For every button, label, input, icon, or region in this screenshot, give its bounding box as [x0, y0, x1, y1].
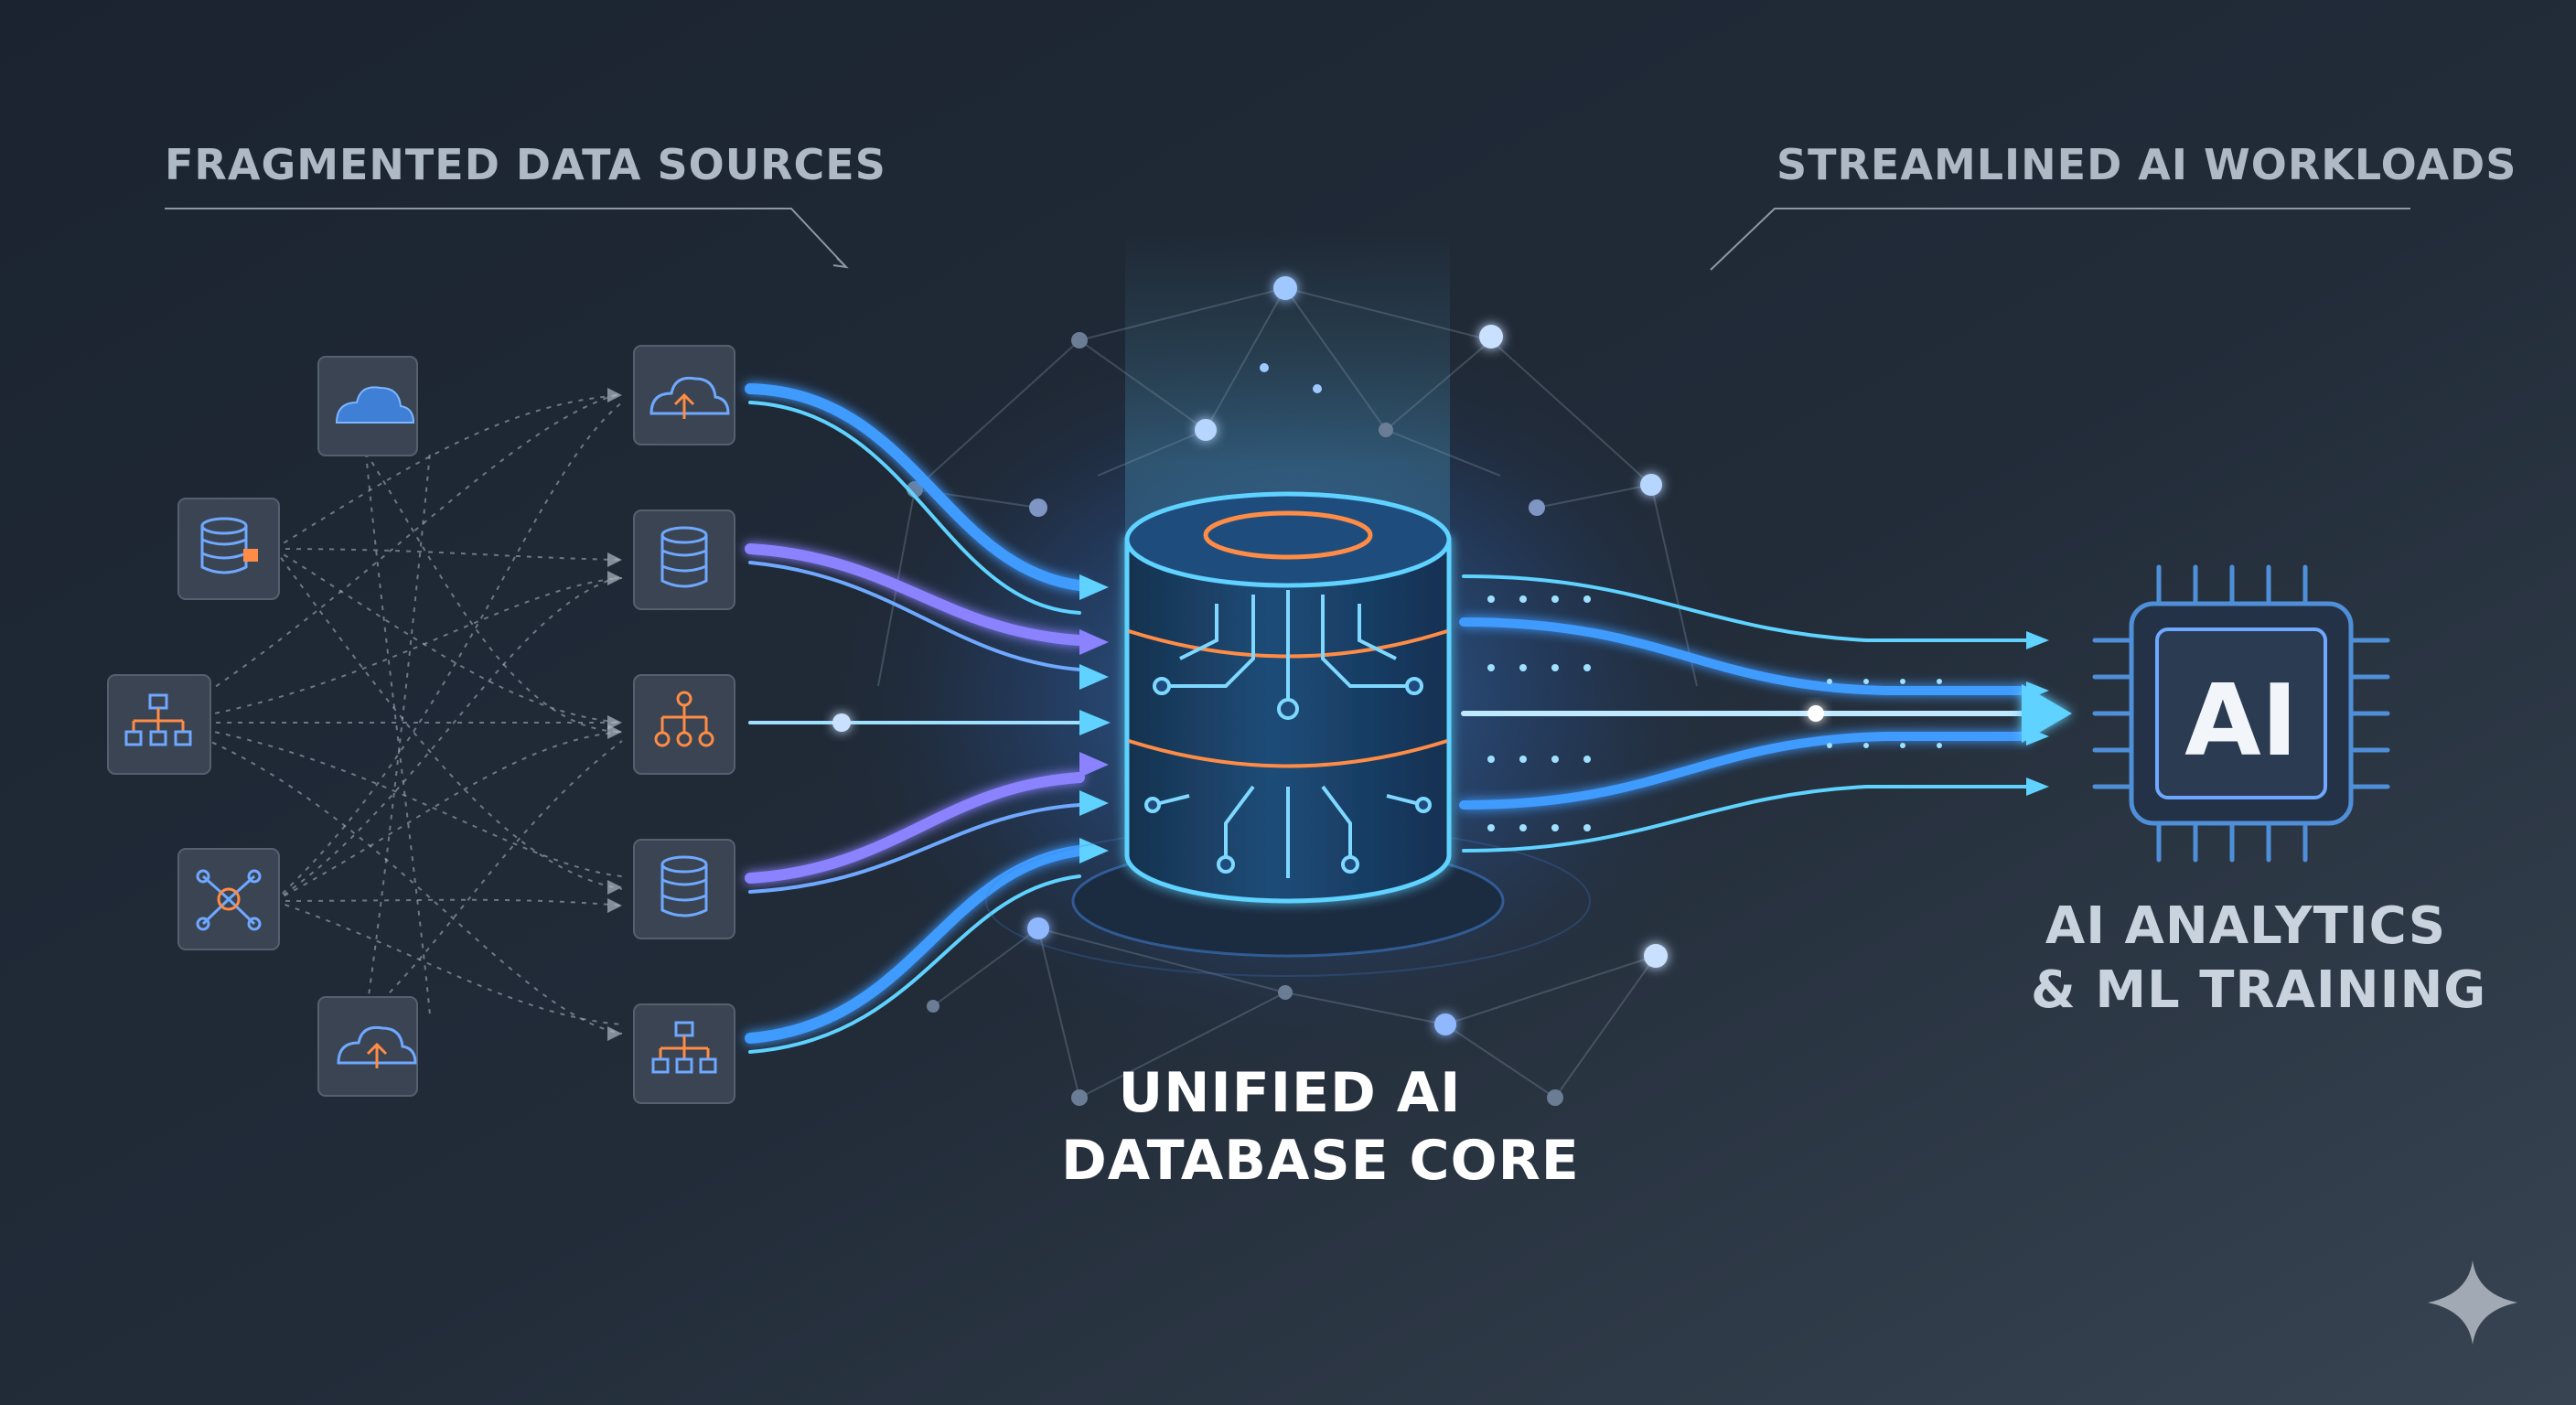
hierarchy-icon: [651, 1021, 717, 1074]
output-caption-line2: & ML TRAINING: [2031, 960, 2487, 1020]
network-hub-icon: [196, 869, 262, 931]
database-lock-icon: [200, 517, 248, 574]
right-source-tile-database: [633, 509, 735, 610]
core-caption-line2: DATABASE CORE: [1061, 1129, 1580, 1193]
left-heading-pointer: [165, 208, 847, 268]
right-source-tile-hierarchy: [633, 674, 735, 775]
outgoing-dots: [1487, 595, 1942, 831]
core-caption-line1: UNIFIED AI: [1118, 1061, 1462, 1125]
outgoing-streams: [1454, 574, 2041, 853]
left-source-tile-cloud: [317, 356, 418, 456]
ai-chip-icon: AI: [2092, 564, 2390, 863]
connection-arrowheads: [607, 388, 622, 1041]
cloud-upload-icon: [649, 376, 730, 419]
database-icon: [660, 855, 708, 917]
right-heading: STREAMLINED AI WORKLOADS: [1776, 140, 2517, 189]
network-nodes: [907, 276, 1668, 1106]
network-mesh: [877, 287, 1698, 1099]
output-spark: [1808, 705, 1824, 722]
left-heading-arrowhead: [832, 257, 849, 269]
database-icon: [660, 526, 708, 588]
left-source-tile-cloud-upload: [317, 996, 418, 1097]
left-heading: FRAGMENTED DATA SOURCES: [165, 140, 886, 189]
incoming-streams: [744, 383, 1086, 1054]
stream-spark: [832, 713, 851, 732]
fragmented-connections: [160, 392, 623, 1035]
cloud-icon: [335, 386, 415, 424]
left-source-tile-hierarchy: [107, 674, 211, 775]
chip-label: AI: [2184, 664, 2298, 778]
left-source-tile-network-hub: [177, 848, 280, 950]
hierarchy-icon: [124, 693, 192, 746]
incoming-arrowheads: [1079, 574, 1111, 863]
output-caption: AI ANALYTICS & ML TRAINING: [2031, 895, 2487, 1023]
right-heading-pointer: [1710, 208, 2410, 271]
left-source-tile-database-lock: [177, 498, 280, 600]
outgoing-arrowheads: [2022, 631, 2072, 796]
sparkle-icon: [2428, 1260, 2517, 1345]
right-source-tile-cloud-upload: [633, 345, 735, 445]
database-core-cylinder: [1124, 491, 1452, 904]
right-source-tile-database-2: [633, 839, 735, 939]
output-caption-line1: AI ANALYTICS: [2045, 896, 2447, 956]
hierarchy-icon: [654, 691, 714, 747]
core-caption: UNIFIED AI DATABASE CORE: [1061, 1059, 1580, 1195]
right-source-tile-hierarchy-2: [633, 1003, 735, 1104]
cloud-upload-icon: [337, 1025, 417, 1068]
